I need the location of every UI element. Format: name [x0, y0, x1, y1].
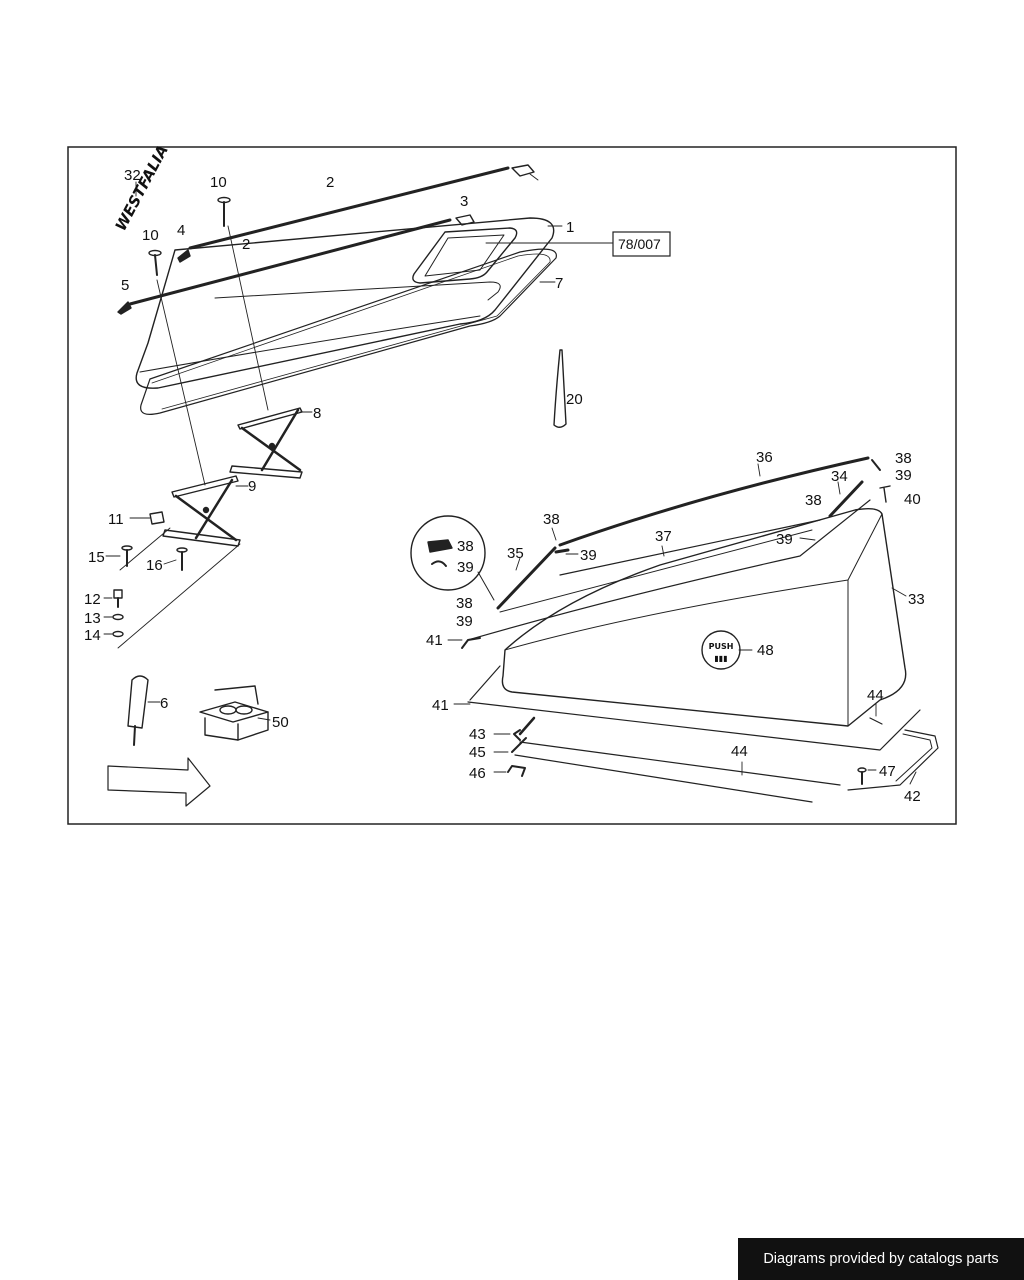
callout-label[interactable]: 1: [566, 219, 574, 236]
callout-label[interactable]: 38: [805, 492, 822, 509]
scissor-hinge-upper: [229, 407, 303, 479]
bar-45: [511, 737, 527, 753]
callout-label[interactable]: 11: [108, 511, 124, 528]
callout-label[interactable]: 39: [456, 613, 473, 630]
sealant-tube-6: [127, 675, 149, 746]
callout-label[interactable]: 39: [457, 559, 474, 576]
callout-label[interactable]: 43: [469, 726, 486, 743]
callout-label[interactable]: 34: [831, 468, 848, 485]
screw-10-upper: [217, 196, 231, 227]
screw-47: [857, 767, 867, 785]
callout-label[interactable]: 46: [469, 765, 486, 782]
callout-label[interactable]: 37: [655, 528, 672, 545]
callout-label[interactable]: 38: [456, 595, 473, 612]
clip-11: [149, 511, 165, 525]
westfalia-logo: WESTFALIA: [112, 142, 172, 234]
callout-label[interactable]: 10: [210, 174, 227, 191]
callout-label[interactable]: 45: [469, 744, 486, 761]
callout-labels: 32 10 2 3 1 4 10 2 5 7 20 8 9 11 15 16 1…: [84, 167, 925, 805]
trim-clip-4: [177, 249, 191, 263]
strip-44-right: [869, 717, 883, 725]
roof-body-shell: [501, 507, 907, 727]
callout-label[interactable]: 6: [160, 695, 168, 712]
callout-label[interactable]: 44: [731, 743, 748, 760]
callout-label[interactable]: 4: [177, 222, 185, 239]
callout-label[interactable]: 13: [84, 610, 101, 627]
rail-37: [559, 519, 821, 576]
callout-label[interactable]: 39: [776, 531, 793, 548]
callout-label[interactable]: 38: [457, 538, 474, 555]
callout-label[interactable]: 50: [272, 714, 289, 731]
scissor-hinge-lower: [162, 475, 241, 547]
push-button-text: PUSH: [709, 642, 734, 651]
bar-41-upper: [461, 637, 481, 649]
reference-box: [612, 231, 671, 257]
strip-42: [847, 729, 939, 791]
end-cap-upper: [511, 164, 535, 177]
strip-44-long: [519, 741, 841, 786]
washer-13: [112, 613, 124, 621]
footer-credit-text: Diagrams provided by catalogs parts: [763, 1251, 999, 1267]
diagram-frame: [67, 146, 957, 825]
parts-box-50: [199, 685, 269, 741]
screw-15: [121, 545, 133, 567]
callout-label[interactable]: 12: [84, 591, 101, 608]
callout-label[interactable]: 39: [895, 467, 912, 484]
end-cap-lower: [455, 214, 475, 226]
rail-35: [496, 546, 557, 610]
rail-34: [828, 480, 864, 518]
roof-seal: [140, 248, 557, 415]
reference-box-label[interactable]: 78/007: [618, 236, 661, 252]
callout-label[interactable]: 39: [580, 547, 597, 564]
callout-label[interactable]: 2: [242, 236, 250, 253]
callout-label[interactable]: 35: [507, 545, 524, 562]
callout-label[interactable]: 15: [88, 549, 105, 566]
roof-top-inner-line: [214, 281, 501, 301]
callout-label[interactable]: 36: [756, 449, 773, 466]
callout-label[interactable]: 38: [895, 450, 912, 467]
callout-label[interactable]: 3: [460, 193, 468, 210]
callout-label[interactable]: 10: [142, 227, 159, 244]
screw-10-lower: [148, 249, 162, 276]
footer-credit: Diagrams provided by catalogs parts: [738, 1238, 1024, 1280]
callout-label[interactable]: 47: [879, 763, 896, 780]
bar-43: [518, 716, 536, 736]
trim-clip-5: [117, 301, 132, 315]
bolt-12: [113, 589, 123, 608]
callout-label[interactable]: 41: [432, 697, 449, 714]
callout-label[interactable]: 38: [543, 511, 560, 528]
trim-strip-lower: [128, 218, 452, 306]
detail-inset: [410, 515, 486, 591]
callout-label[interactable]: 8: [313, 405, 321, 422]
strap-20: [553, 349, 567, 428]
callout-label[interactable]: 42: [904, 788, 921, 805]
callout-label[interactable]: 16: [146, 557, 163, 574]
trim-strip-upper: [188, 166, 510, 250]
callout-label[interactable]: 20: [566, 391, 583, 408]
callout-label[interactable]: 5: [121, 277, 129, 294]
roof-top-shell: [135, 217, 555, 389]
washer-14: [112, 630, 124, 638]
callout-label[interactable]: 7: [555, 275, 563, 292]
screw-40: [879, 485, 891, 503]
callout-label[interactable]: 9: [248, 478, 256, 495]
callout-label[interactable]: 33: [908, 591, 925, 608]
callout-label[interactable]: 40: [904, 491, 921, 508]
callout-label[interactable]: 32: [124, 167, 141, 184]
roof-window: [412, 227, 518, 284]
callout-label[interactable]: 14: [84, 627, 101, 644]
bar-46: [507, 765, 526, 777]
direction-arrow: [107, 757, 211, 807]
rail-lower: [467, 499, 871, 641]
callout-label[interactable]: 2: [326, 174, 334, 191]
callout-label[interactable]: 44: [867, 687, 884, 704]
bar-41-lower: [469, 665, 501, 701]
screw-16: [176, 547, 188, 571]
callout-label[interactable]: 48: [757, 642, 774, 659]
push-button-symbol: ▮▮▮: [714, 654, 727, 663]
callout-label[interactable]: 41: [426, 632, 443, 649]
rail-36: [558, 456, 870, 547]
